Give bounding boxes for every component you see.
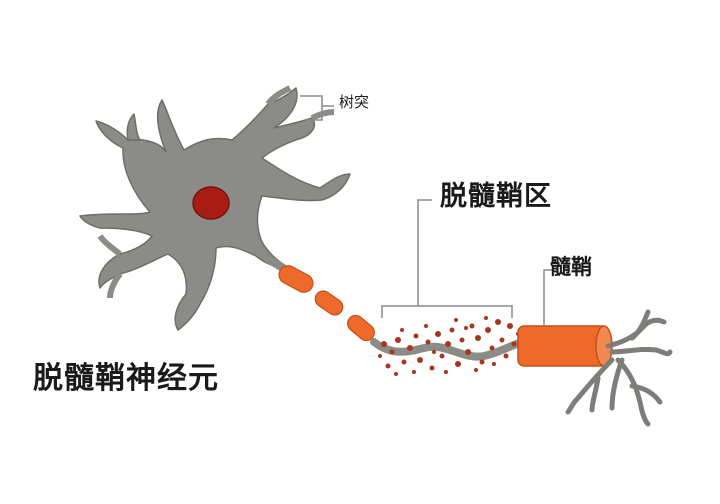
demyelinated-bracket [381,199,513,318]
demyelinated-axon [370,338,528,361]
label-demyelinated-region: 脱髓鞘区 [440,181,552,212]
nucleus [192,186,230,220]
myelin-bracket [543,269,554,326]
axon-terminals [565,309,673,427]
myelin-debris [378,316,520,376]
diagram-title: 脱髓鞘神经元 [33,361,219,396]
myelin-segments-upper [278,265,375,342]
label-myelin-sheath: 髓鞘 [550,255,592,279]
myelin-sheath [517,325,613,367]
label-dendrite: 树突 [339,93,370,111]
dendrite-bracket [300,95,334,121]
